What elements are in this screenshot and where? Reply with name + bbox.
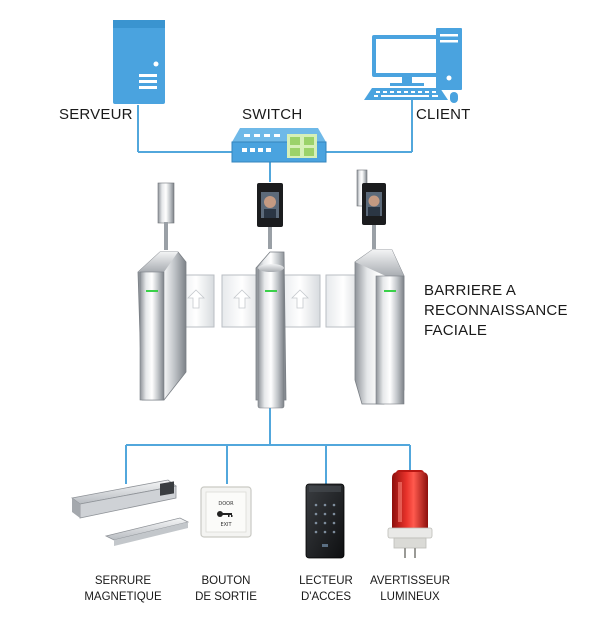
connector-lines	[125, 100, 413, 484]
face-terminal-left	[157, 182, 175, 250]
server-label: SERVEUR	[59, 106, 133, 123]
beacon-label-line-2: LUMINEUX	[380, 591, 440, 603]
exit-plate-text-top: DOOR	[218, 501, 234, 507]
exit-plate-text-bottom: EXIT	[220, 522, 232, 528]
barrier-label-line-3: FACIALE	[424, 322, 488, 339]
exit-button-label-line-1: BOUTON	[201, 575, 251, 587]
exit-button-label: BOUTON DE SORTIE	[176, 573, 276, 605]
key-icon	[217, 511, 233, 517]
turnstile-barrier	[137, 169, 405, 409]
barrier-label: BARRIERE A RECONNAISSANCE FACIALE	[424, 281, 568, 341]
barrier-label-line-1: BARRIERE A	[424, 282, 517, 299]
lock-label-line-1: SERRURE	[94, 575, 152, 587]
barrier-cabinet-center	[255, 251, 287, 409]
passage-arrow-icons	[187, 289, 309, 309]
barrier-label-line-2: RECONNAISSANCE	[424, 302, 568, 319]
face-terminal-center	[257, 183, 283, 249]
reader-label-line-1: LECTEUR	[299, 575, 353, 587]
access-reader-icon	[305, 483, 345, 559]
switch-label: SWITCH	[242, 106, 303, 123]
barrier-cabinet-right	[354, 249, 405, 405]
client-computer-icon	[364, 28, 462, 103]
beacon-label-line-1: AVERTISSEUR	[369, 575, 451, 587]
magnetic-lock-icon	[71, 479, 190, 546]
reader-label-line-2: D'ACCES	[300, 591, 352, 603]
server-icon	[113, 20, 165, 104]
beacon-label: AVERTISSEUR LUMINEUX	[360, 573, 460, 605]
lock-label: SERRURE MAGNETIQUE	[68, 573, 178, 605]
barrier-cabinet-left	[137, 251, 187, 401]
client-label: CLIENT	[416, 106, 471, 123]
exit-button-label-line-2: DE SORTIE	[195, 591, 257, 603]
exit-button-icon: DOOR EXIT	[200, 486, 252, 538]
network-switch-icon	[231, 128, 327, 163]
lock-label-line-2: MAGNETIQUE	[84, 591, 162, 603]
reader-label: LECTEUR D'ACCES	[280, 573, 372, 605]
face-terminal-right	[356, 169, 386, 249]
warning-beacon-icon	[387, 470, 433, 558]
